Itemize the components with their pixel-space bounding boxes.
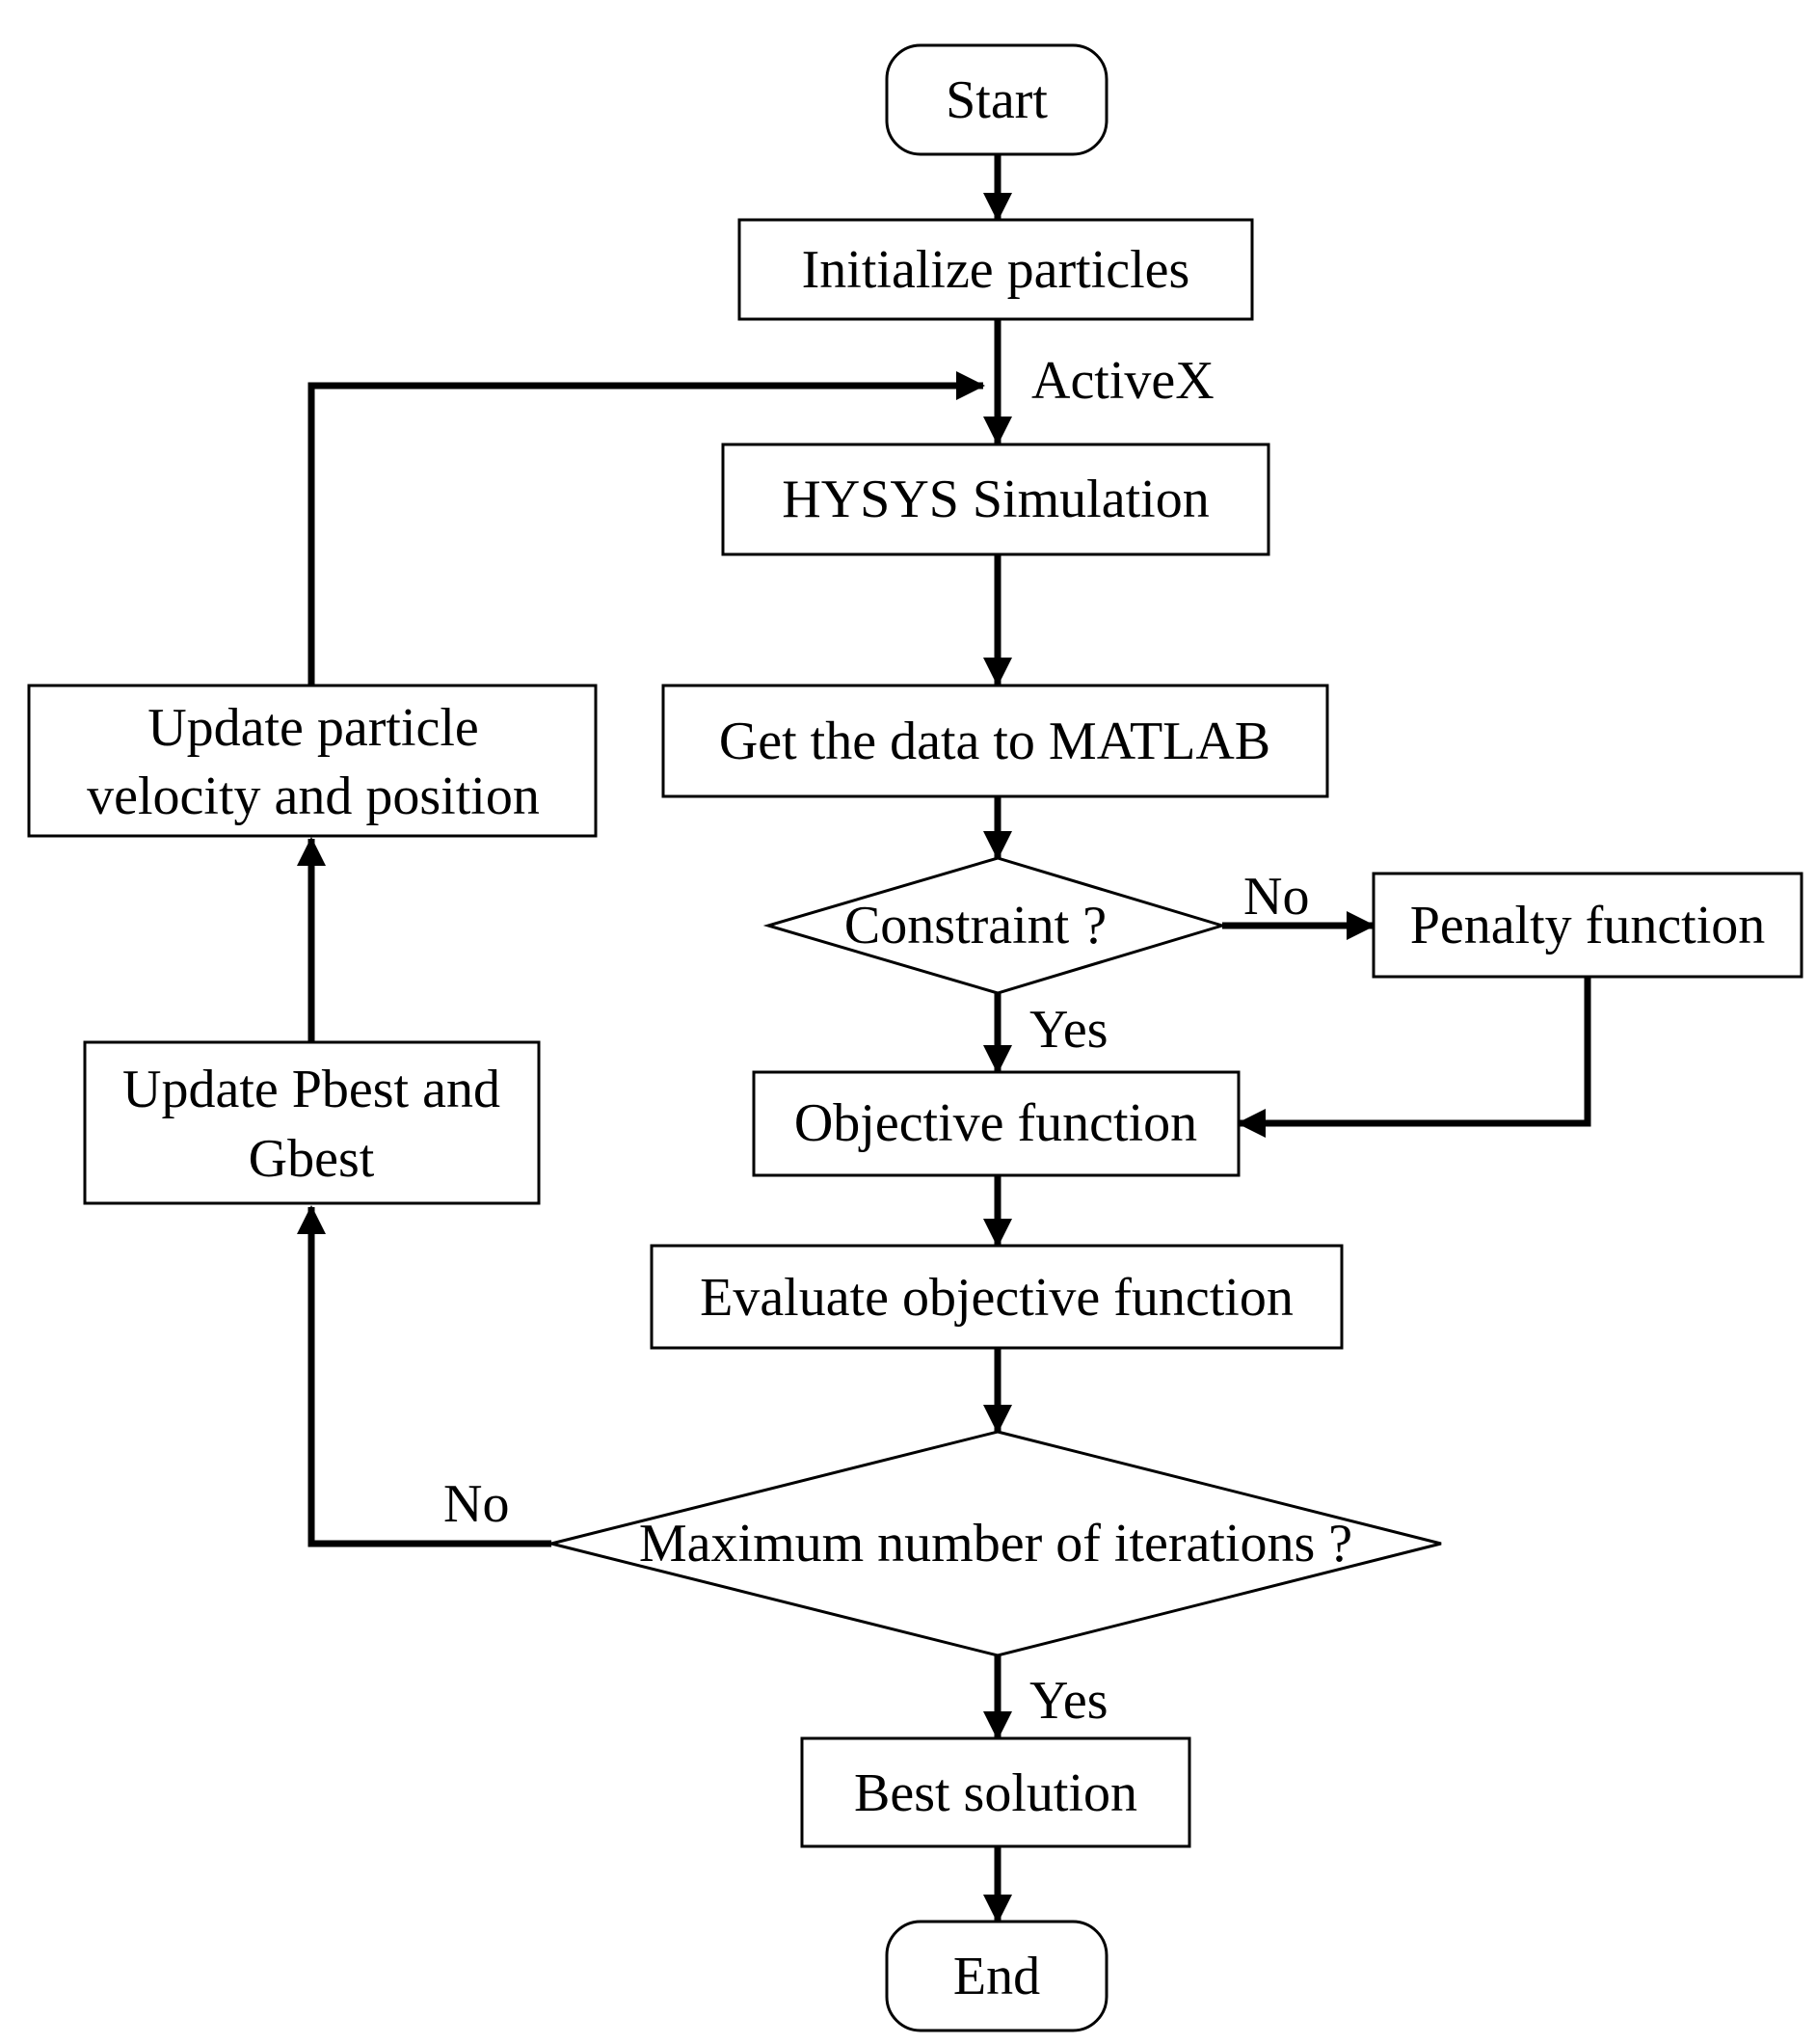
max-iterations-decision: Maximum number of iterations ?: [550, 1430, 1442, 1657]
max-iterations-yes-label: Yes: [1029, 1671, 1108, 1731]
update-pbest-gbest-line2: Gbest: [249, 1129, 375, 1189]
penalty-function-box: Penalty function: [1372, 872, 1803, 979]
start-label: Start: [946, 70, 1048, 130]
max-iterations-no-label: No: [443, 1474, 509, 1534]
objective-function-label: Objective function: [794, 1093, 1197, 1153]
end-label: End: [953, 1947, 1040, 2006]
update-particle-box: Update particle velocity and position: [27, 684, 598, 838]
update-pbest-gbest-line1: Update Pbest and: [122, 1060, 500, 1119]
objective-function-box: Objective function: [752, 1070, 1241, 1177]
max-iterations-label: Maximum number of iterations ?: [639, 1514, 1352, 1573]
hysys-simulation-label: HYSYS Simulation: [782, 470, 1209, 529]
constraint-yes-label: Yes: [1029, 1000, 1108, 1060]
get-data-to-matlab-label: Get the data to MATLAB: [719, 712, 1270, 771]
constraint-no-label: No: [1243, 867, 1309, 927]
constraint-decision: Constraint ?: [762, 856, 1228, 995]
best-solution-label: Best solution: [854, 1763, 1137, 1823]
best-solution-box: Best solution: [800, 1736, 1191, 1848]
constraint-label: Constraint ?: [844, 896, 1107, 955]
activex-label: ActiveX: [1031, 351, 1215, 411]
evaluate-objective-function-box: Evaluate objective function: [650, 1244, 1344, 1350]
update-particle-line1: Update particle: [147, 698, 479, 758]
edge-update-particle-to-hysys: [307, 371, 985, 685]
initialize-particles-box: Initialize particles: [737, 218, 1254, 321]
edge-penalty-to-objective: [1237, 977, 1591, 1138]
hysys-simulation-box: HYSYS Simulation: [721, 443, 1270, 556]
penalty-function-label: Penalty function: [1410, 896, 1766, 955]
update-pbest-gbest-box: Update Pbest and Gbest: [83, 1040, 541, 1205]
get-data-to-matlab-box: Get the data to MATLAB: [661, 684, 1329, 798]
start-node: Start: [885, 43, 1108, 156]
update-particle-line2: velocity and position: [87, 766, 540, 826]
end-node: End: [885, 1920, 1108, 2032]
edge-max-iter-to-update-pbest: [297, 1205, 551, 1547]
evaluate-objective-function-label: Evaluate objective function: [700, 1268, 1294, 1328]
initialize-particles-label: Initialize particles: [802, 240, 1190, 300]
